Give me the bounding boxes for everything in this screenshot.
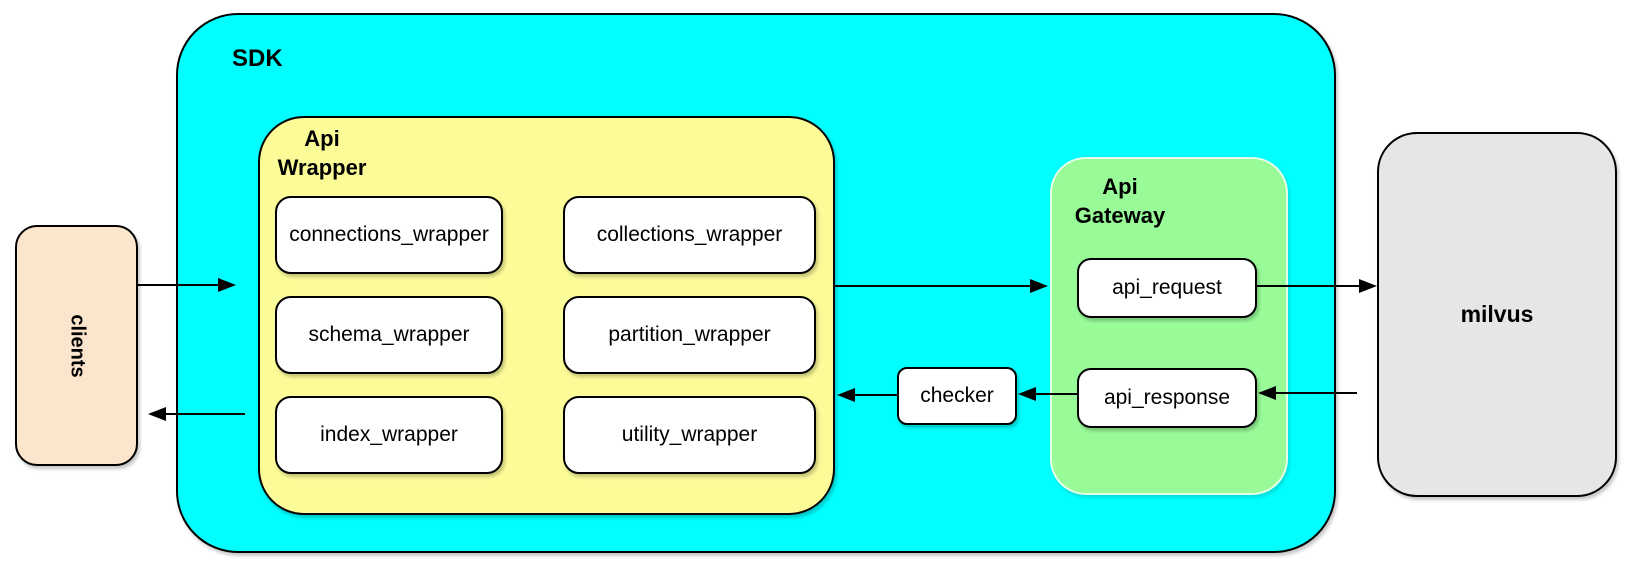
api-wrapper-title-line1: Api <box>304 126 340 151</box>
wrapper-box-partition: partition_wrapper <box>563 296 816 374</box>
arrow-sdk-to-clients-line <box>166 413 245 415</box>
arrow-wrapper-to-gateway-line <box>835 285 1030 287</box>
api-gateway-title-line2: Gateway <box>1074 203 1166 228</box>
arrow-response-to-checker-line <box>1036 393 1077 395</box>
api-gateway-title: Api Gateway <box>1068 172 1172 230</box>
wrapper-box-schema: schema_wrapper <box>275 296 503 374</box>
arrow-clients-to-sdk-line <box>138 284 218 286</box>
api-gateway-title-line1: Api <box>1102 174 1138 199</box>
checker-node: checker <box>897 367 1017 425</box>
sdk-title: SDK <box>232 45 283 72</box>
wrapper-box-index: index_wrapper <box>275 396 503 474</box>
wrapper-box-connections: connections_wrapper <box>275 196 503 274</box>
arrow-request-to-milvus-line <box>1257 285 1359 287</box>
arrow-clients-to-sdk-head <box>218 278 236 292</box>
clients-label: clients <box>66 313 88 378</box>
api-wrapper-title-line2: Wrapper <box>277 155 367 180</box>
api-gateway-container: Api Gateway <box>1050 157 1288 495</box>
arrow-response-to-checker-head <box>1018 387 1036 401</box>
gateway-box-api-response: api_response <box>1077 368 1257 428</box>
arrow-checker-to-wrapper-head <box>837 388 855 402</box>
clients-node: clients <box>15 225 138 466</box>
wrapper-box-utility: utility_wrapper <box>563 396 816 474</box>
api-wrapper-title: Api Wrapper <box>272 124 372 182</box>
arrow-sdk-to-clients-head <box>148 407 166 421</box>
milvus-node: milvus <box>1377 132 1617 497</box>
arrow-wrapper-to-gateway-head <box>1030 279 1048 293</box>
arrow-request-to-milvus-head <box>1359 279 1377 293</box>
arrow-checker-to-wrapper-line <box>855 394 897 396</box>
gateway-box-api-request: api_request <box>1077 258 1257 318</box>
wrapper-box-collections: collections_wrapper <box>563 196 816 274</box>
arrow-milvus-to-response-head <box>1258 386 1276 400</box>
arrow-milvus-to-response-line <box>1276 392 1357 394</box>
